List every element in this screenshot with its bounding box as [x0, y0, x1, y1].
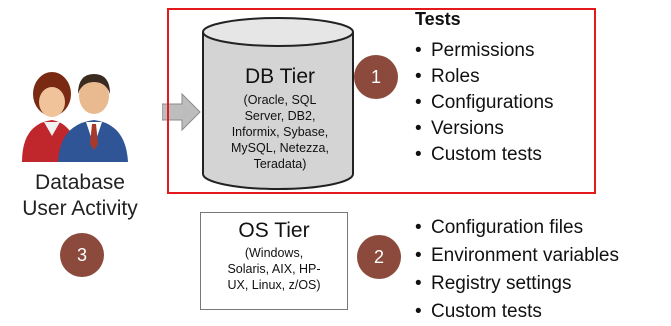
db-platform-line: (Oracle, SQL [243, 93, 317, 107]
list-item: Custom tests [415, 142, 554, 168]
tests-list: Permissions Roles Configurations Version… [415, 38, 554, 168]
list-item: Roles [415, 64, 554, 90]
user-activity-label-line1: Database [35, 171, 125, 194]
list-item: Versions [415, 116, 554, 142]
db-platform-line: Teradata) [253, 157, 307, 171]
user-activity-label-line2: User Activity [22, 197, 138, 220]
step-3-badge: 3 [60, 233, 104, 277]
step-2-badge: 2 [357, 235, 401, 279]
db-platform-line: Informix, Sybase, [231, 125, 329, 139]
db-tier-platforms: (Oracle, SQL Server, DB2, Informix, Syba… [205, 92, 355, 172]
list-item: Configuration files [415, 214, 619, 242]
tests-heading: Tests [415, 9, 461, 29]
os-tier-title: OS Tier [238, 219, 310, 242]
user-activity-label: Database User Activity [10, 170, 150, 222]
list-item: Environment variables [415, 242, 619, 270]
list-item: Custom tests [415, 298, 619, 326]
os-platform-line: Solaris, AIX, HP- [227, 262, 321, 276]
os-tier-platforms: (Windows, Solaris, AIX, HP- UX, Linux, z… [200, 245, 348, 293]
db-platform-line: MySQL, Netezza, [231, 141, 329, 155]
list-item: Registry settings [415, 270, 619, 298]
people-icon [22, 72, 128, 162]
list-item: Configurations [415, 90, 554, 116]
os-platform-line: UX, Linux, z/OS) [227, 278, 321, 292]
os-platform-line: (Windows, [244, 246, 304, 260]
db-tier-title: DB Tier [244, 65, 315, 88]
list-item: Permissions [415, 38, 554, 64]
os-checks-list: Configuration files Environment variable… [415, 214, 619, 326]
db-platform-line: Server, DB2, [244, 109, 316, 123]
step-1-badge: 1 [354, 55, 398, 99]
right-arrow-icon [162, 92, 201, 132]
os-tier-box [200, 212, 348, 310]
database-cylinder-icon [202, 17, 354, 190]
db-tier-highlight-box [167, 8, 596, 194]
